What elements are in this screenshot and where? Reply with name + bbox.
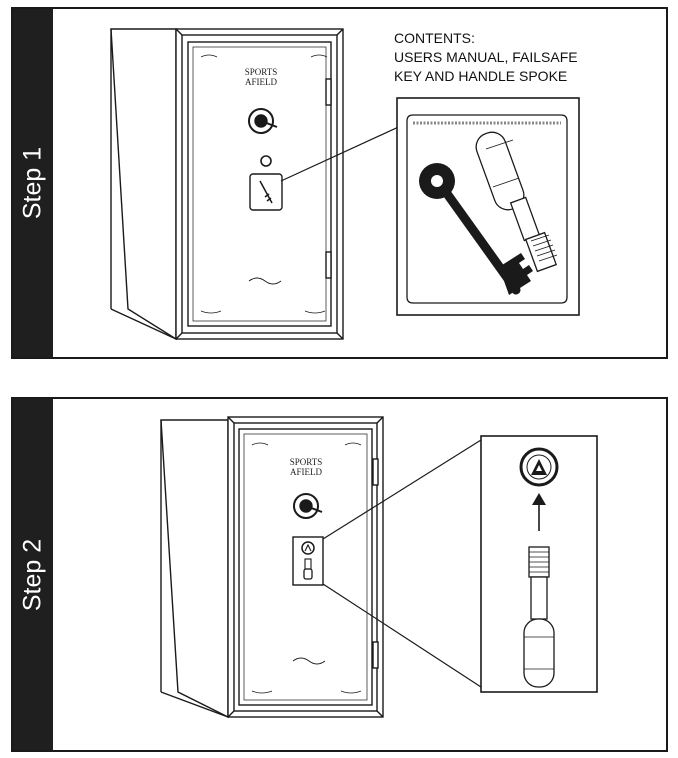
failsafe-key-icon — [419, 163, 533, 295]
brand-line1: SPORTS — [245, 67, 277, 77]
safe-1-icon — [110, 28, 344, 341]
contents-heading: CONTENTS: — [394, 30, 475, 46]
step-2-illustration: SPORTS AFIELD — [160, 416, 598, 719]
step-1-illustration: SPORTS AFIELD — [110, 28, 580, 341]
contents-zoom-box — [396, 97, 580, 316]
brand-line2-step2: AFIELD — [290, 467, 322, 477]
handle-spoke-icon — [475, 131, 558, 273]
handle-hub-icon — [519, 447, 559, 487]
callout-line-1 — [280, 123, 406, 182]
step-1-sidebar: Step 1 — [13, 9, 53, 357]
step-1-panel: Step 1 — [11, 7, 668, 359]
brand-line1-step2: SPORTS — [290, 457, 322, 467]
step-2-sidebar: Step 2 — [13, 399, 53, 750]
contents-line-1: USERS MANUAL, FAILSAFE — [394, 49, 578, 65]
spoke-zoom-box — [480, 435, 598, 693]
callout-line-2a — [322, 439, 482, 540]
step-2-label: Step 2 — [18, 538, 47, 611]
step-1-label: Step 1 — [18, 146, 47, 220]
callout-line-2b — [322, 583, 482, 688]
brand-line2: AFIELD — [245, 77, 277, 87]
safe-2-icon — [160, 416, 384, 719]
up-arrow-icon — [532, 493, 546, 531]
contents-line-2: KEY AND HANDLE SPOKE — [394, 68, 568, 84]
contents-text: CONTENTS: USERS MANUAL, FAILSAFE KEY AND… — [394, 29, 578, 86]
handle-spoke-icon-step2 — [523, 546, 555, 688]
step-2-panel: Step 2 SPOR — [11, 397, 668, 752]
